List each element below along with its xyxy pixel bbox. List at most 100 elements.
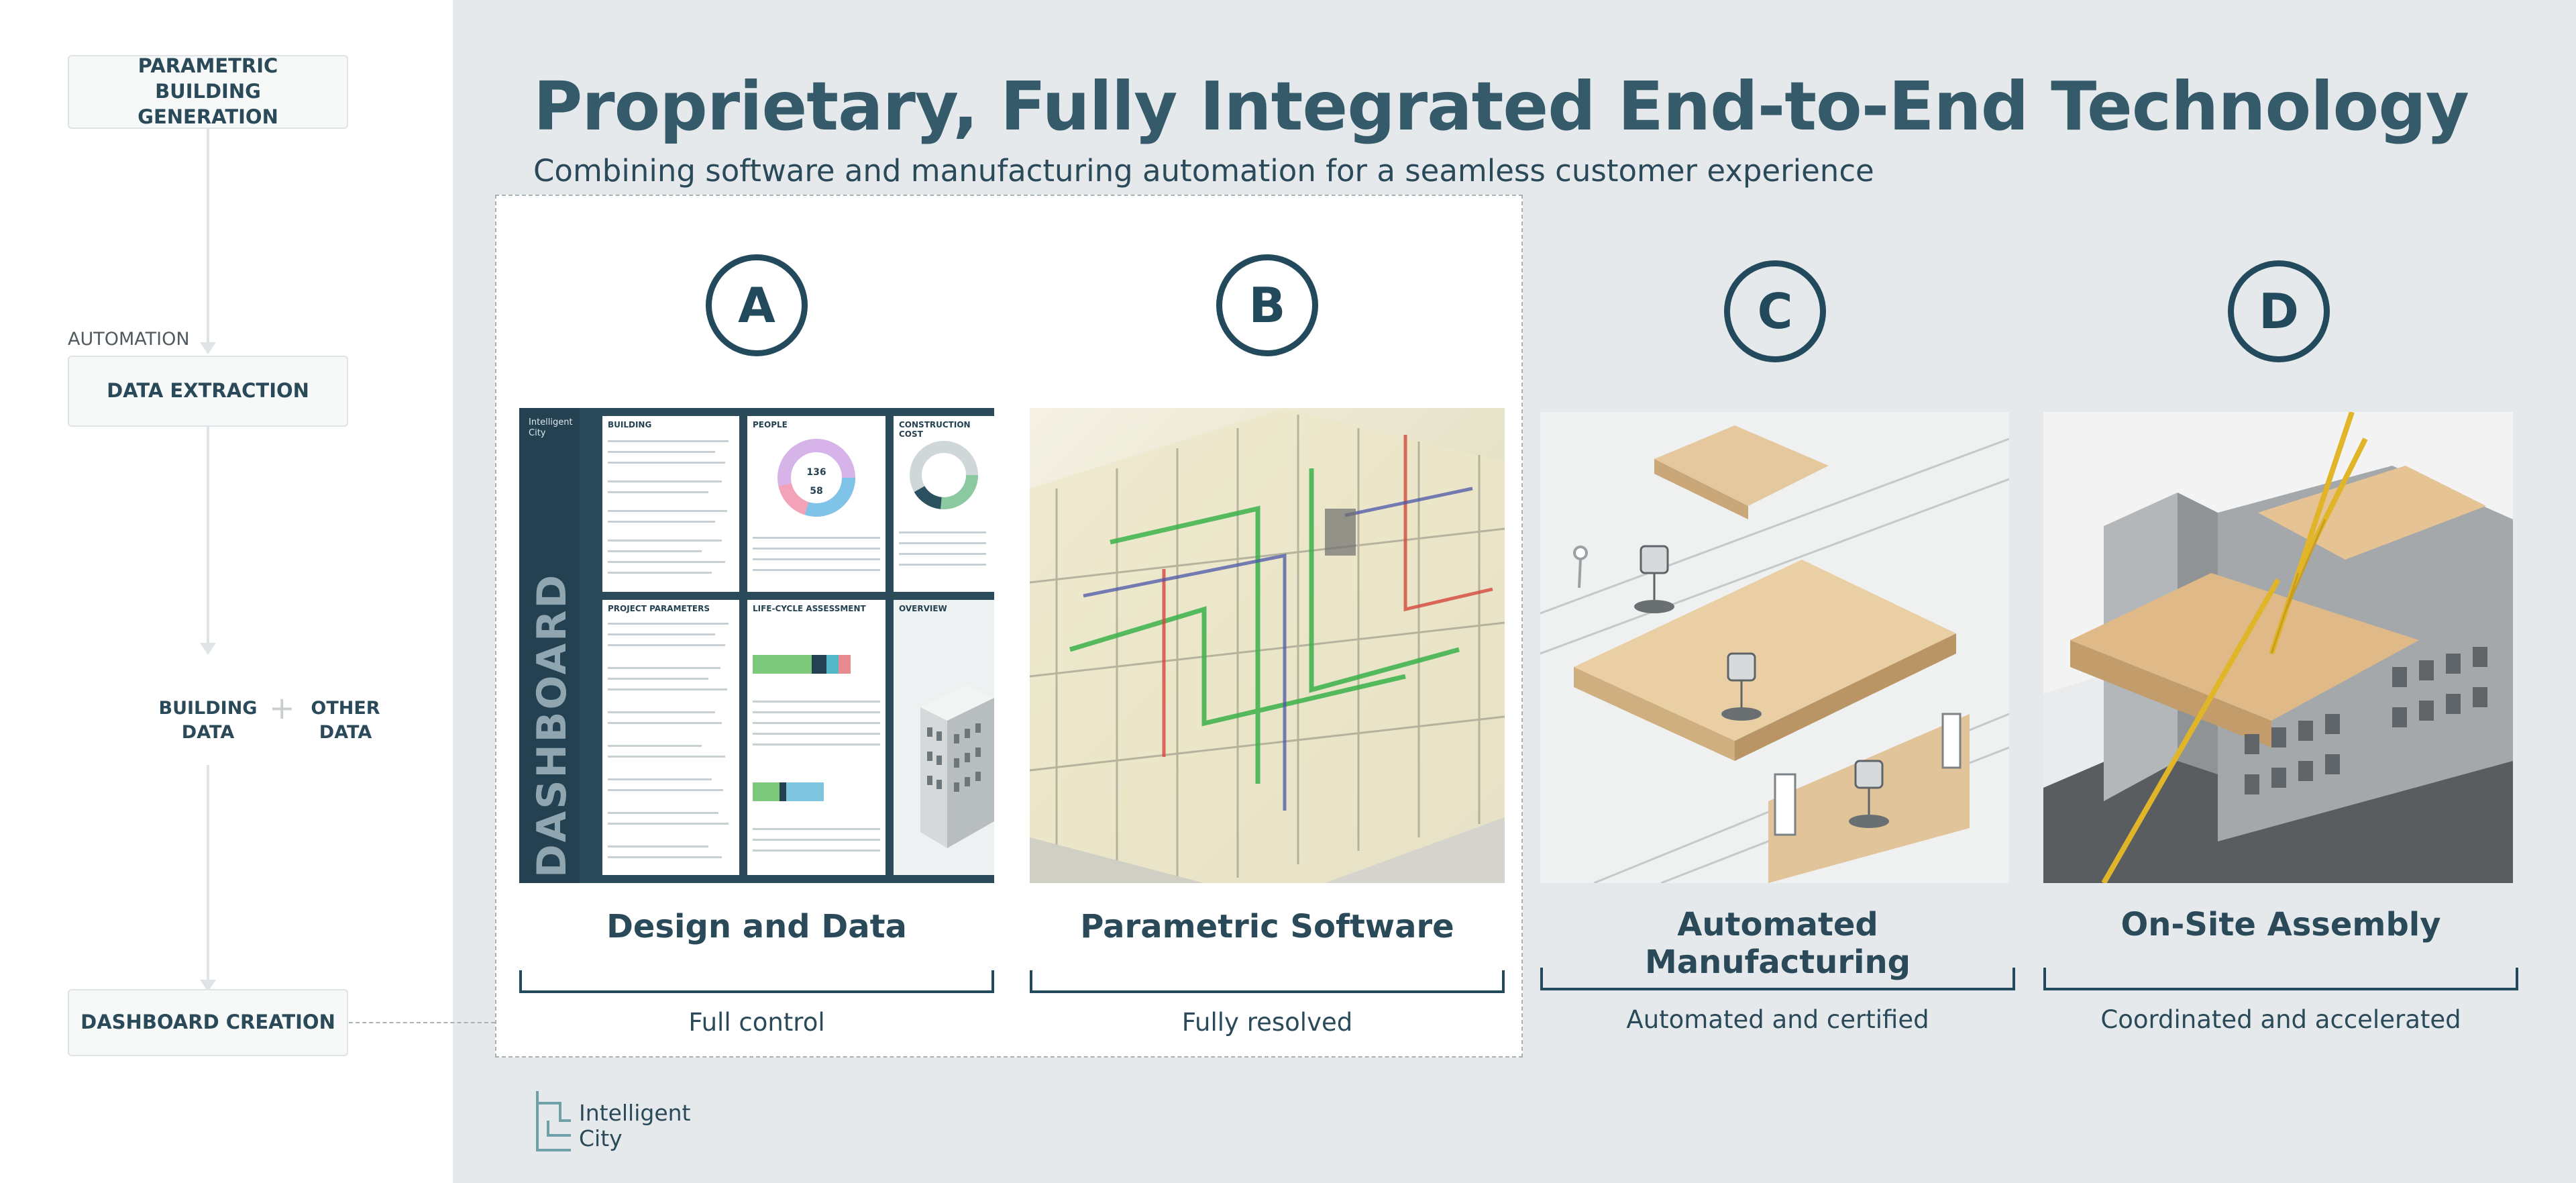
flow-step-data-extraction: DATA EXTRACTION (68, 356, 348, 427)
flow-connector (207, 765, 209, 986)
dashboard-row (608, 688, 727, 690)
dashboard-row (608, 510, 727, 512)
dashboard-row (608, 711, 715, 713)
dashboard-row (608, 823, 729, 825)
cost-donut-chart (910, 441, 978, 509)
dashboard-card-title: CONSTRUCTION COST (899, 420, 971, 439)
dashboard-row (753, 733, 880, 735)
dashboard-logo: Intelligent City (529, 417, 573, 438)
dashboard-card-life-cycle: LIFE-CYCLE ASSESSMENT (747, 600, 885, 875)
dashboard-row (753, 537, 880, 539)
factory-render (1540, 425, 2009, 883)
stage-b-bracket (1030, 970, 1505, 993)
company-logo-icon (536, 1091, 571, 1151)
plus-icon: + (269, 690, 295, 726)
dashboard-row (608, 644, 725, 646)
dashboard-card-building: BUILDING (602, 416, 739, 592)
flow-arrow-icon (200, 342, 216, 354)
dashboard-row (753, 711, 880, 713)
stage-letter: A (738, 277, 775, 333)
dashboard-row (608, 678, 708, 680)
dashboard-card-title: BUILDING (608, 420, 652, 429)
logo-line-1: Intelligent (579, 1100, 691, 1126)
dashboard-row (608, 812, 718, 814)
construction-site-render (2043, 412, 2513, 883)
logo-line-2: City (579, 1125, 623, 1151)
stage-b-title: Parametric Software (1080, 908, 1454, 945)
dashboard-row (753, 722, 880, 724)
stage-d-badge: D (2228, 260, 2330, 362)
stage-a-badge: A (706, 254, 808, 356)
page-title: Proprietary, Fully Integrated End-to-End… (533, 67, 2469, 146)
dashboard-row (608, 856, 722, 858)
dashboard-card-title: PROJECT PARAMETERS (608, 604, 710, 613)
dashboard-row (753, 569, 880, 571)
dashboard-card-title: PEOPLE (753, 420, 788, 429)
flow-arrow-icon (200, 980, 216, 992)
dashboard-row (753, 701, 880, 703)
dashboard-row (899, 553, 986, 555)
on-site-assembly-image (2043, 412, 2513, 883)
stage-c-badge: C (1724, 260, 1826, 362)
stage-a-caption: Full control (688, 1008, 825, 1037)
dashboard-row (608, 550, 702, 552)
flow-connector (207, 129, 209, 347)
dashboard-row (608, 491, 708, 493)
stage-b-caption: Fully resolved (1181, 1008, 1353, 1037)
dashboard-row (608, 623, 729, 625)
stage-a-bracket (519, 970, 994, 993)
dashboard-row (899, 542, 986, 544)
dashboard-row (608, 745, 702, 747)
stage-letter: D (2259, 283, 2299, 340)
page-subtitle: Combining software and manufacturing aut… (533, 153, 1874, 189)
dashboard-card-construction-cost: CONSTRUCTION COST (894, 416, 994, 592)
dashboard-row (608, 789, 723, 791)
flow-step-label: DATA EXTRACTION (107, 379, 309, 403)
flow-step-dashboard-creation: DASHBOARD CREATION (68, 989, 348, 1056)
building-data-text: BUILDING DATA (158, 698, 258, 743)
dashboard-row (608, 561, 725, 563)
other-data-text: OTHER DATA (311, 698, 380, 743)
flow-connector (207, 427, 209, 648)
dashboard-row (899, 531, 986, 533)
embodied-carbon-bar (753, 655, 851, 674)
dashboard-row (608, 667, 720, 669)
dashboard-row (753, 743, 880, 745)
dashboard-connector-line (349, 1022, 495, 1023)
dashboard-row (608, 539, 722, 542)
dashboard-row (608, 756, 725, 758)
people-donut-chart (777, 439, 855, 517)
dashboard-row (608, 440, 729, 442)
stage-d-bracket (2043, 968, 2518, 990)
stage-d-title: On-Site Assembly (2121, 906, 2441, 943)
bim-model-render (1030, 408, 1505, 883)
stage-c-title: Automated Manufacturing (1645, 906, 1911, 981)
people-sub-value: 58 (810, 486, 823, 497)
stage-d-caption: Coordinated and accelerated (2100, 1005, 2461, 1034)
dashboard-card-title: LIFE-CYCLE ASSESSMENT (753, 604, 866, 613)
dashboard-row (608, 633, 715, 635)
stage-letter: C (1757, 283, 1793, 340)
dashboard-row (753, 548, 880, 550)
dashboard-row (753, 839, 880, 841)
dashboard-card-title: OVERVIEW (899, 604, 947, 613)
dashboard-row (899, 564, 986, 566)
workflow-panel: PARAMETRIC BUILDING GENERATION AUTOMATIO… (0, 0, 453, 1183)
stage-a-title: Design and Data (606, 908, 907, 945)
company-logo-text: Intelligent City (579, 1100, 691, 1151)
dashboard-row (608, 521, 715, 523)
people-total-value: 136 (806, 467, 826, 478)
overview-building-render (920, 684, 994, 848)
dashboard-vertical-label: DASHBOARD (529, 572, 576, 878)
stage-c-caption: Automated and certified (1626, 1005, 1929, 1034)
building-data-label: BUILDING DATA (158, 697, 258, 745)
dashboard-row (608, 778, 712, 780)
dashboard-row (608, 572, 712, 574)
flow-step-label: PARAMETRIC BUILDING GENERATION (138, 54, 278, 128)
automated-manufacturing-image (1540, 412, 2009, 883)
flow-arrow-icon (200, 643, 216, 655)
stage-letter: B (1248, 277, 1286, 333)
dashboard-card-overview: OVERVIEW (894, 600, 994, 875)
dashboard-row (753, 850, 880, 852)
automation-label: AUTOMATION (68, 329, 190, 350)
